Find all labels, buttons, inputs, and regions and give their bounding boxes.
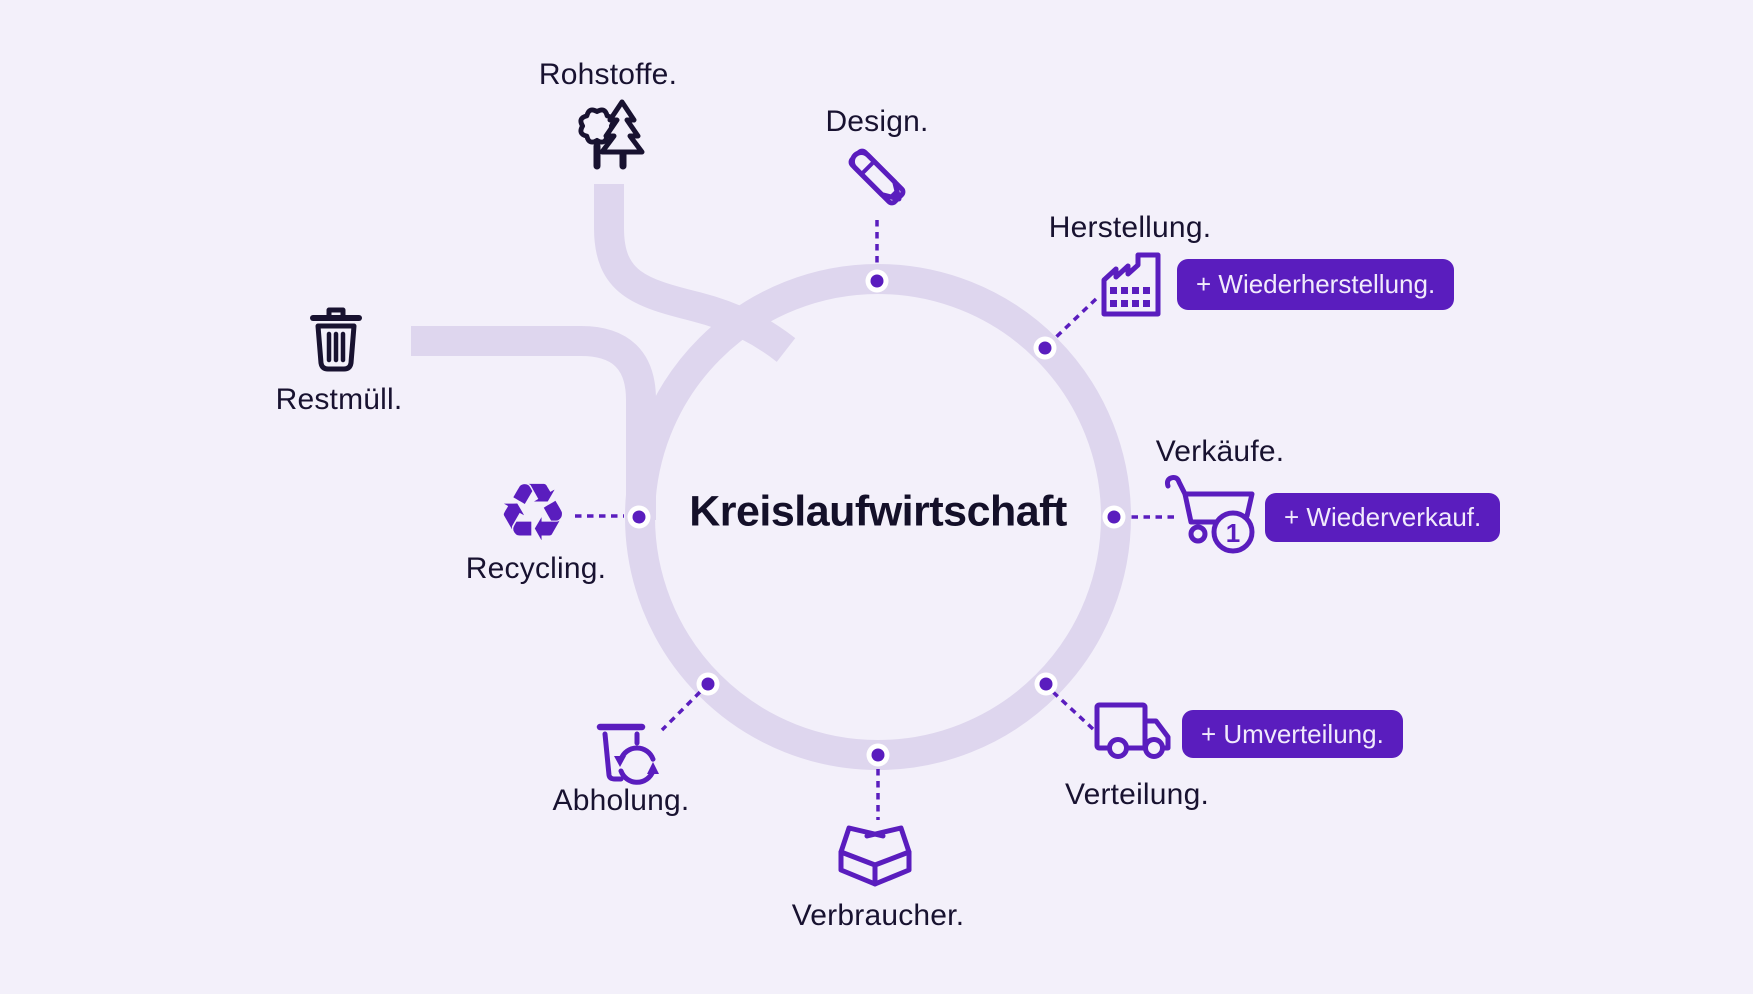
node-dot-abholung [696,672,720,696]
label-design: Design. [825,105,929,138]
bin-refresh-icon [596,723,659,785]
trees-icon [578,99,645,170]
connector-herstellung [1051,297,1098,342]
cart-badge-count: 1 [1226,518,1240,548]
label-verbraucher: Verbraucher. [791,899,965,932]
factory-icon [1101,252,1161,317]
pencil-ruler-icon [848,148,906,206]
restmuell-flow-band [411,326,656,520]
umverteilung-button[interactable]: + Umverteilung. [1182,710,1403,758]
node-dot-recycling [627,505,651,529]
wiederherstellung-button[interactable]: + Wiederherstellung. [1177,259,1455,310]
rohstoffe-flow-band [594,184,796,362]
cart-icon: 1 [1164,475,1255,554]
label-rohstoffe: Rohstoffe. [538,58,678,91]
label-verteilung: Verteilung. [1065,778,1209,811]
connector-abholung [660,690,702,732]
recycle-icon: ♻ [497,466,569,559]
label-verkaeufe: Verkäufe. [1155,435,1285,468]
label-recycling: Recycling. [465,552,607,585]
cycle-nodes [627,269,1126,767]
label-abholung: Abholung. [552,784,690,817]
node-dot-verbraucher [866,743,890,767]
connector-verteilung [1051,690,1095,731]
trash-icon [310,307,362,372]
wiederverkauf-button[interactable]: + Wiederverkauf. [1265,493,1501,542]
node-dot-verkaeufe [1102,505,1126,529]
node-dot-herstellung [1033,336,1057,360]
cart-badge-circle [1211,510,1255,554]
open-box-icon [838,825,912,887]
truck-icon [1094,702,1171,759]
node-dot-verteilung [1034,672,1058,696]
connectors [575,220,1174,820]
node-dot-design [865,269,889,293]
diagram-title: Kreislaufwirtschaft [689,487,1067,536]
label-herstellung: Herstellung. [1048,211,1212,244]
label-restmuell: Restmüll. [275,383,403,416]
